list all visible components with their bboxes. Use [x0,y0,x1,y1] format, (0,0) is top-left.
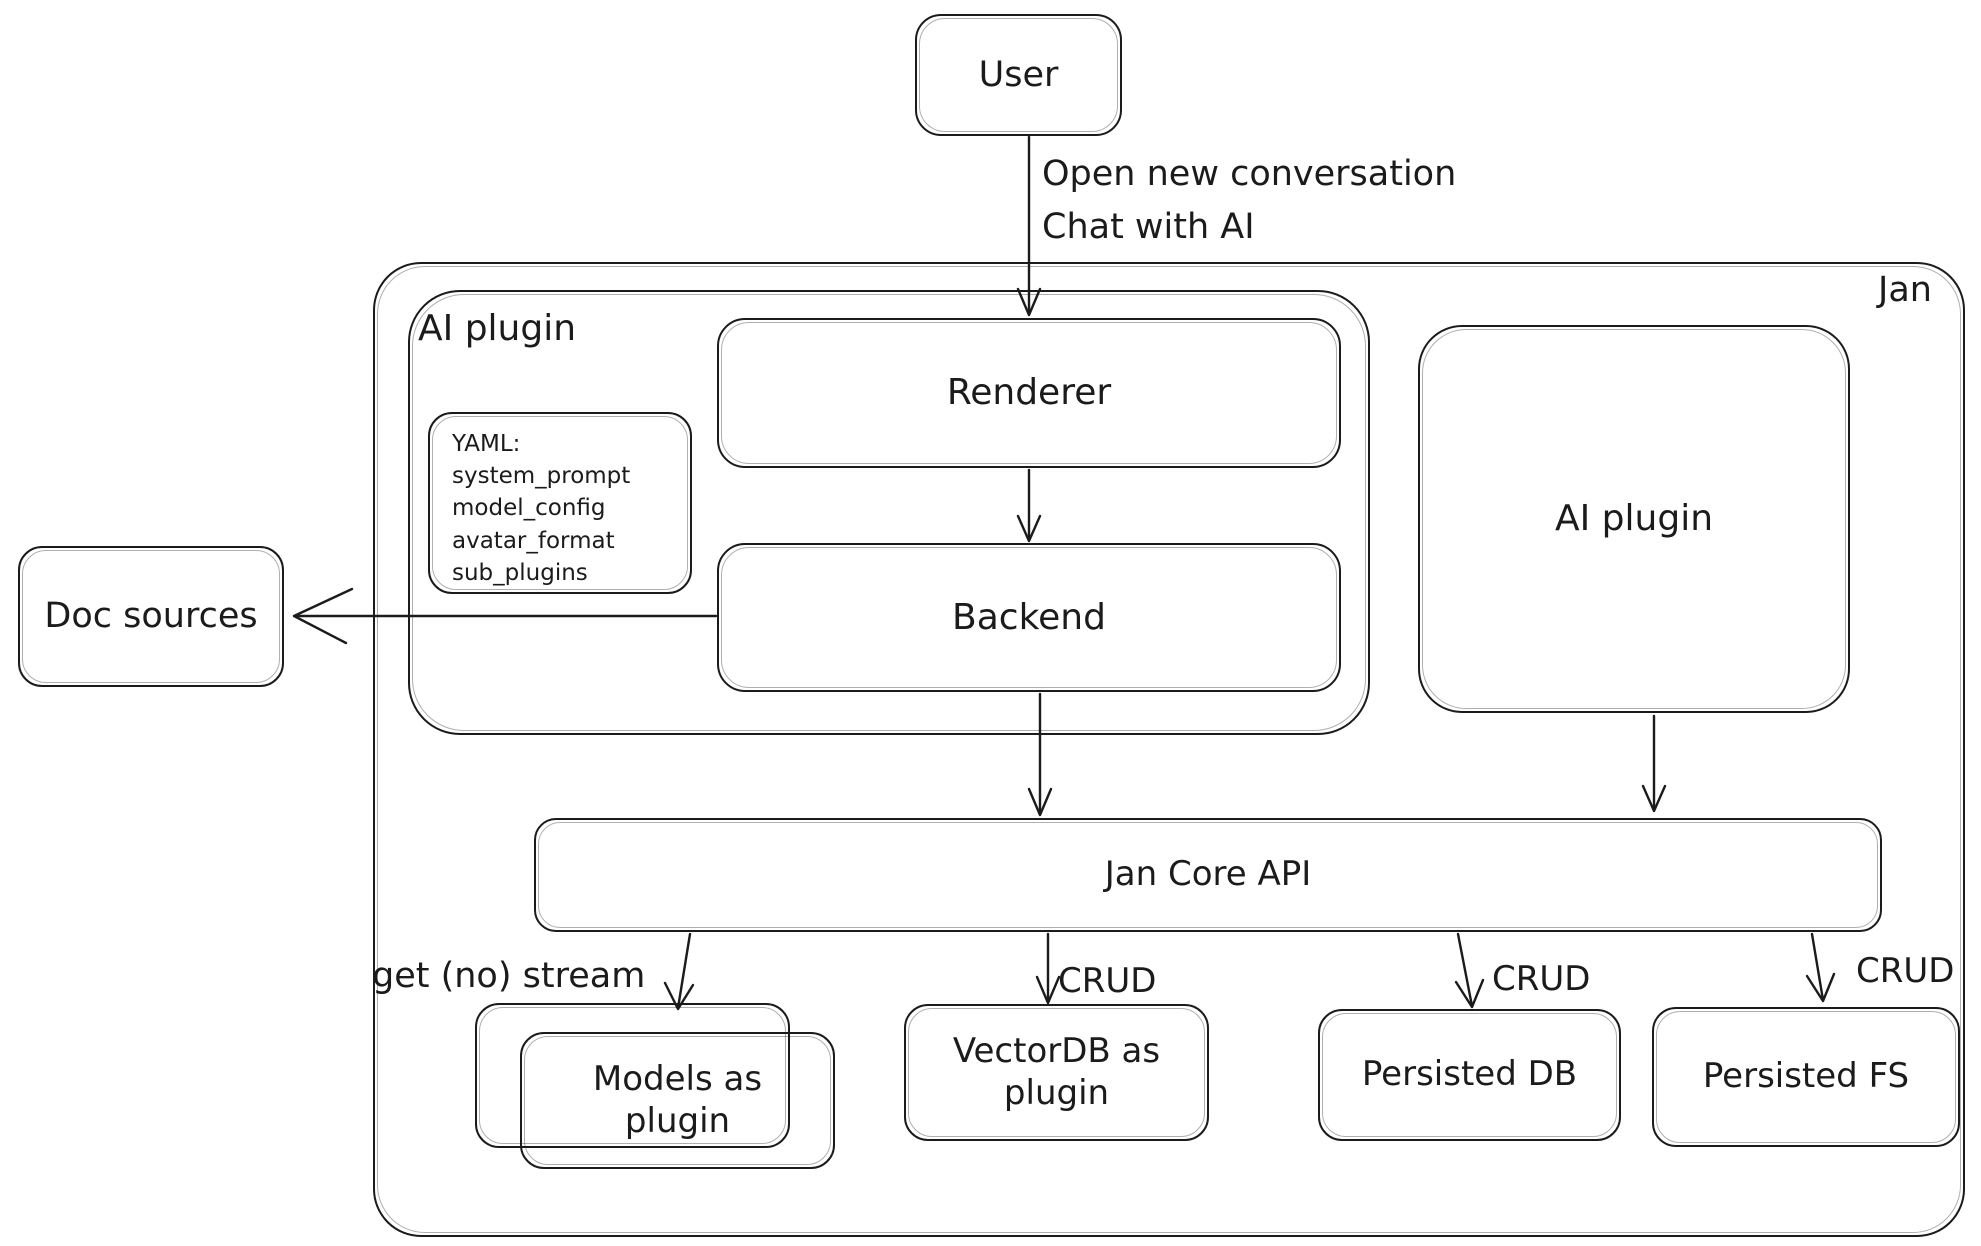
node-jan-core-api-label: Jan Core API [1104,854,1312,895]
node-vectordb-label-line1: VectorDB as [952,1031,1161,1072]
node-vectordb-label-line2: plugin [1003,1072,1110,1113]
node-models-as-plugin-label-line2: plugin [624,1100,731,1141]
node-doc-sources: Doc sources [18,546,284,687]
node-backend: Backend [717,543,1341,692]
edge-label-line: Chat with AI [1042,206,1255,247]
node-user-label: User [978,54,1059,95]
node-models-as-plugin-label-line1: Models as [592,1059,763,1100]
edge-label-open-conversation: Open new conversation Chat with AI [1042,148,1456,253]
node-backend-label: Backend [952,596,1106,638]
edge-label-crud-vectordb: CRUD [1058,961,1157,1001]
edge-label-get-no-stream: get (no) stream [372,956,646,996]
node-jan-core-api: Jan Core API [534,818,1882,932]
yaml-line: sub_plugins [452,559,588,586]
node-persisted-db-label: Persisted DB [1361,1054,1578,1095]
node-ai-plugin-group-label: AI plugin [418,308,577,349]
node-ai-plugin-right: AI plugin [1418,325,1850,713]
node-persisted-fs: Persisted FS [1652,1007,1960,1147]
edge-label-crud-persisted-db: CRUD [1492,959,1591,999]
node-jan-container-label: Jan [1878,270,1932,310]
node-persisted-fs-label: Persisted FS [1702,1056,1910,1097]
node-ai-plugin-group [408,290,1370,735]
yaml-note-text: YAML: system_prompt model_config avatar_… [430,414,690,592]
node-models-as-plugin-back [475,1003,790,1148]
edge-label-crud-persisted-fs: CRUD [1856,951,1955,991]
node-yaml-note: YAML: system_prompt model_config avatar_… [428,412,692,594]
node-ai-plugin-right-label: AI plugin [1554,498,1714,540]
node-vectordb-as-plugin: VectorDB as plugin [904,1004,1209,1141]
node-persisted-db: Persisted DB [1318,1009,1621,1141]
yaml-line: system_prompt [452,463,631,490]
node-renderer-label: Renderer [946,372,1112,414]
yaml-line: YAML: [452,431,521,457]
edge-label-line: Open new conversation [1042,154,1457,194]
node-renderer: Renderer [717,318,1341,468]
yaml-line: model_config [452,495,606,522]
node-user: User [915,14,1122,136]
node-doc-sources-label: Doc sources [44,596,258,637]
node-models-as-plugin: Models as plugin [520,1032,835,1169]
node-jan-container [373,262,1965,1237]
yaml-line: avatar_format [452,527,615,554]
